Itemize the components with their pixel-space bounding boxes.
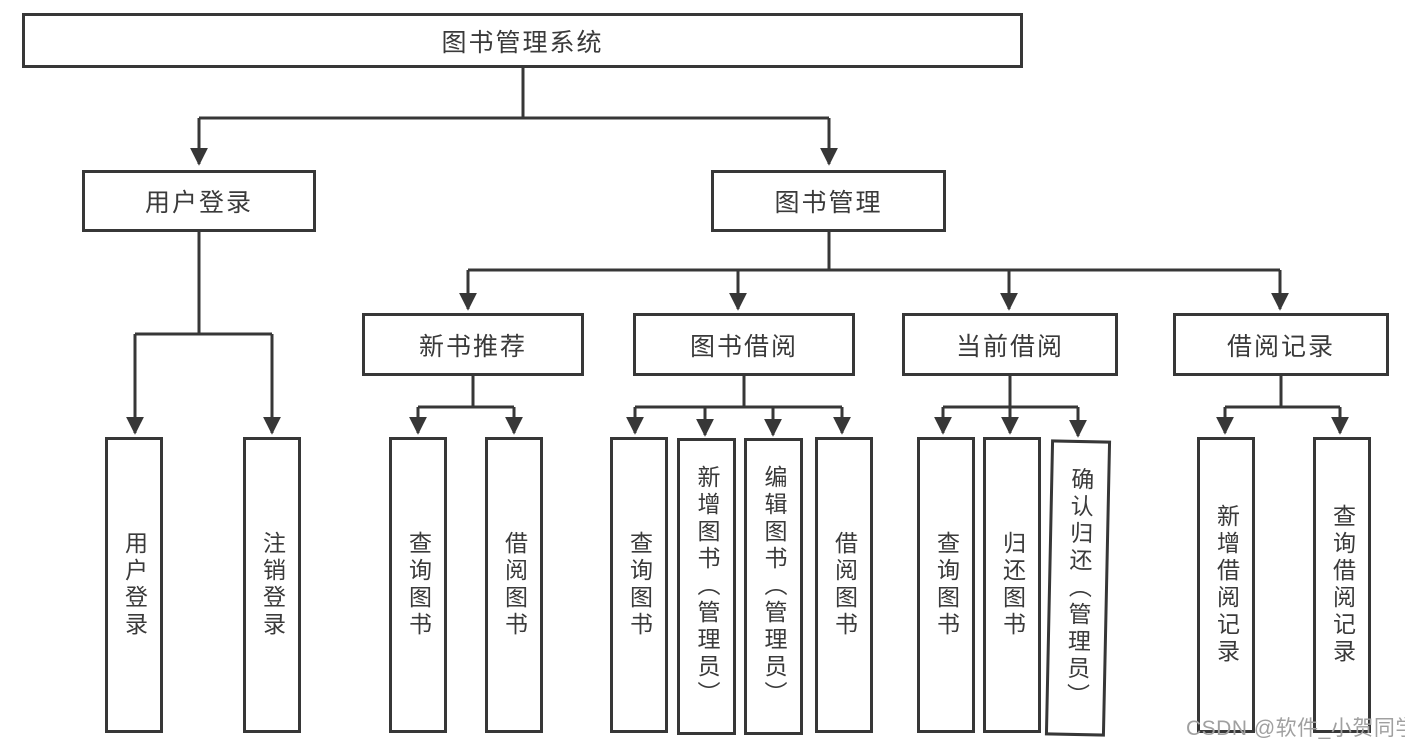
leaf-records-query-record: 查询借阅记录 (1313, 437, 1371, 733)
node-current-borrowing: 当前借阅 (902, 313, 1118, 376)
leaf-current-confirm-return-admin: 确认归还（管理员） (1044, 439, 1112, 737)
leaf-borrowing-add-books-admin: 新增图书（管理员） (677, 438, 736, 735)
leaf-current-return-books: 归还图书 (983, 437, 1041, 733)
leaf-recommend-query-books: 查询图书 (389, 437, 447, 733)
node-borrow-records: 借阅记录 (1173, 313, 1389, 376)
leaf-user-login: 用户登录 (105, 437, 163, 733)
node-book-management: 图书管理 (711, 170, 946, 232)
leaf-borrowing-edit-books-admin: 编辑图书（管理员） (744, 438, 803, 735)
leaf-borrowing-query-books: 查询图书 (610, 437, 668, 733)
leaf-records-add-record: 新增借阅记录 (1197, 437, 1255, 733)
leaf-borrowing-borrow-books: 借阅图书 (815, 437, 873, 733)
node-user-login: 用户登录 (82, 170, 316, 232)
leaf-logout: 注销登录 (243, 437, 301, 733)
node-new-book-recommend: 新书推荐 (362, 313, 584, 376)
node-library-system: 图书管理系统 (22, 13, 1023, 68)
watermark: CSDN @软件_小贺同学 (1186, 717, 1405, 740)
leaf-recommend-borrow-books: 借阅图书 (485, 437, 543, 733)
leaf-current-query-books: 查询图书 (917, 437, 975, 733)
node-book-borrowing: 图书借阅 (633, 313, 855, 376)
